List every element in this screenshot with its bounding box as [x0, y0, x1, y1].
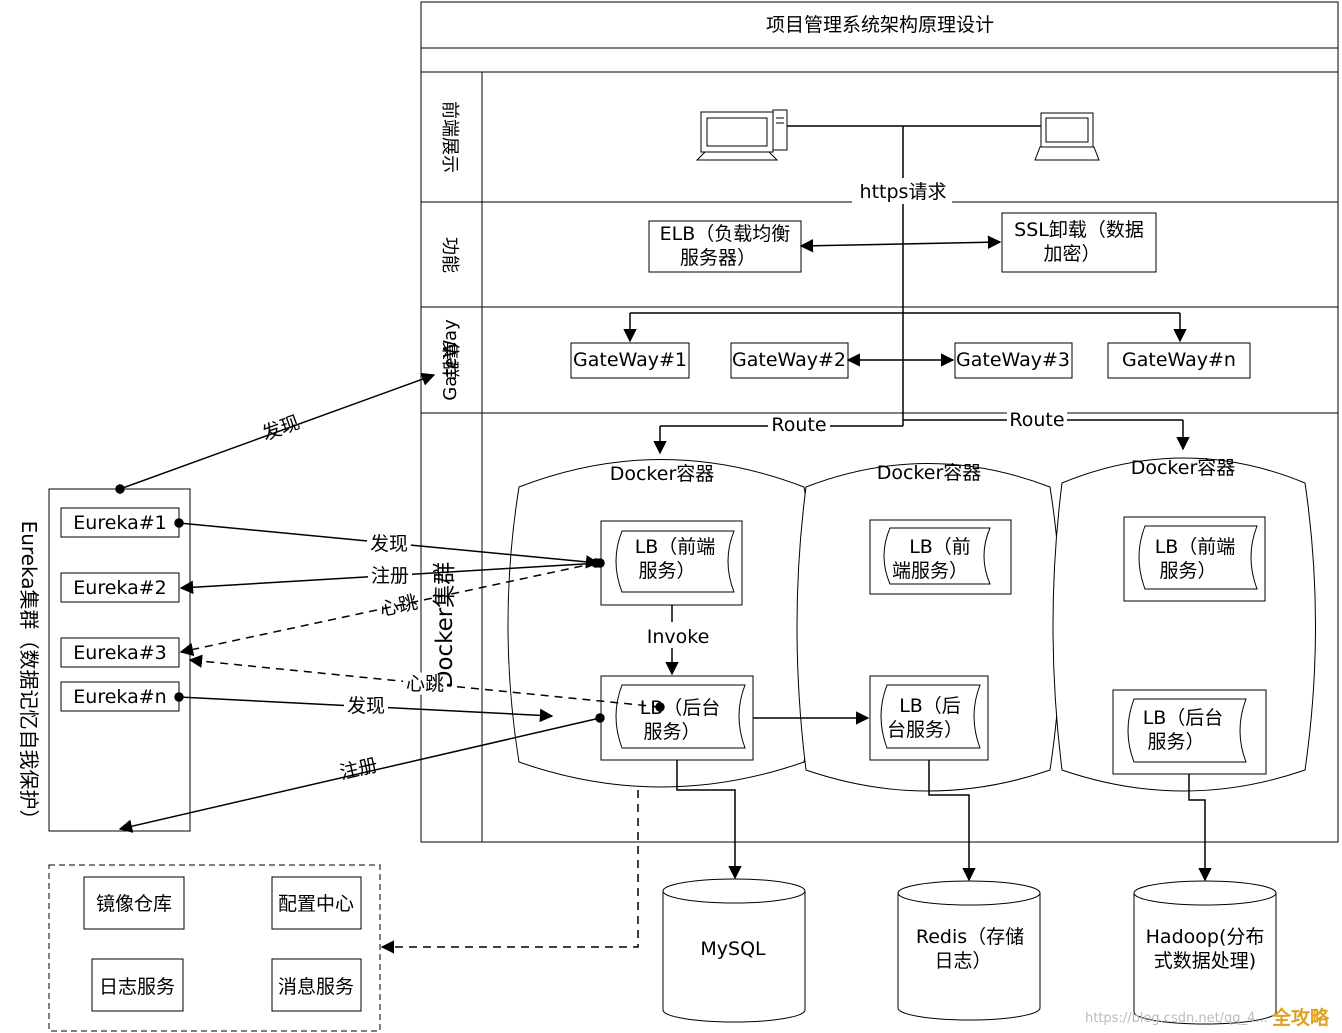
eureka-2-box — [60, 572, 180, 603]
lb-c2-front-label-1: LB（前 — [909, 536, 971, 558]
gateway-n-box — [1107, 342, 1251, 379]
docker-container-2-label: Docker容器 — [877, 462, 982, 484]
row-label-gateway-2: 集群 — [439, 342, 460, 378]
lb-c2-back — [869, 675, 989, 761]
ssl-box — [1001, 212, 1157, 273]
infra-log-service-label: 日志服务 — [99, 976, 175, 998]
lb-c2-back-label-1: LB（后 — [899, 695, 961, 717]
gateway-1-box — [570, 342, 690, 379]
row-label-function: 功能 — [439, 237, 460, 273]
lb-c1-front-label-1: LB（前端 — [635, 536, 716, 558]
gateway-2-label: GateWay#2 — [732, 349, 846, 371]
redis-label-1: Redis（存储 — [916, 926, 1024, 948]
lb-c3-front — [1123, 516, 1266, 602]
docker-container-1-label: Docker容器 — [610, 463, 715, 485]
hadoop-label-1: Hadoop(分布 — [1146, 926, 1265, 948]
mysql-cylinder — [662, 878, 806, 1023]
discover-top-label: 发现 — [259, 412, 302, 446]
laptop-computer-icon — [1034, 112, 1100, 161]
infra-log-service-box — [91, 958, 184, 1012]
heartbeat-2-label: 心跳 — [406, 673, 444, 695]
discover-2-label: 发现 — [347, 695, 385, 717]
lb-c3-back-label-1: LB（后台 — [1143, 707, 1224, 729]
eureka-1-label: Eureka#1 — [73, 512, 166, 534]
lb-c1-front-label-2: 服务） — [638, 560, 695, 582]
eureka-2-label: Eureka#2 — [73, 577, 166, 599]
lb-c2-front — [869, 519, 1012, 595]
watermark-url: https://blog.csdn.net/qq_4... — [1085, 1011, 1268, 1026]
infra-message-service-box — [271, 958, 362, 1012]
mysql-label: MySQL — [700, 938, 766, 960]
lb-c3-back-label-2: 服务） — [1147, 731, 1204, 753]
ssl-label-2: 加密） — [1043, 243, 1100, 265]
gateway-n-label: GateWay#n — [1122, 349, 1236, 371]
redis-cylinder — [897, 880, 1041, 1021]
elb-label-2: 服务器） — [680, 247, 756, 269]
infra-config-center-box — [271, 876, 362, 930]
lb-c3-front-label-1: LB（前端 — [1155, 536, 1236, 558]
register-1-label: 注册 — [371, 565, 409, 587]
lb-c2-front-label-2: 端服务） — [892, 560, 968, 582]
diagram-title: 项目管理系统架构原理设计 — [766, 14, 994, 36]
redis-label-2: 日志） — [934, 950, 991, 972]
eureka-3-label: Eureka#3 — [73, 642, 166, 664]
row-label-frontend: 前端展示 — [439, 101, 460, 173]
elb-box — [648, 220, 802, 273]
route-label-1: Route — [771, 414, 826, 436]
discover-1-label: 发现 — [370, 533, 408, 555]
lb-c2-back-label-2: 台服务） — [887, 719, 963, 741]
gateway-1-label: GateWay#1 — [573, 349, 687, 371]
infra-config-center-label: 配置中心 — [278, 893, 354, 915]
eureka-1-box — [60, 507, 180, 538]
ssl-label-1: SSL卸载（数据 — [1014, 219, 1144, 241]
infra-message-service-label: 消息服务 — [278, 976, 354, 998]
elb-label-1: ELB（负载均衡 — [660, 223, 791, 245]
hadoop-label-2: 式数据处理) — [1154, 950, 1256, 972]
https-request-label: https请求 — [860, 181, 947, 203]
eureka-n-label: Eureka#n — [73, 686, 166, 708]
lb-c3-front-label-2: 服务） — [1159, 560, 1216, 582]
eureka-cluster-title: Eureka集群（数据记忆自我保护） — [17, 521, 41, 830]
gateway-3-box — [954, 342, 1073, 379]
heartbeat-1-label: 心跳 — [378, 591, 420, 620]
docker-cluster-label: Docker集群 — [432, 562, 458, 689]
route-label-2: Route — [1009, 409, 1064, 431]
lb-c1-back-label-2: 服务） — [643, 721, 700, 743]
infra-image-repo-label: 镜像仓库 — [96, 893, 172, 915]
invoke-label: Invoke — [647, 626, 710, 648]
eureka-3-box — [60, 637, 180, 668]
docker-container-3-label: Docker容器 — [1131, 457, 1236, 479]
watermark-logo: 全攻略 — [1271, 1006, 1330, 1029]
gateway-3-label: GateWay#3 — [956, 349, 1070, 371]
register-2-label: 注册 — [338, 754, 380, 784]
eureka-n-box — [60, 681, 180, 712]
desktop-computer-icon — [695, 109, 788, 161]
layer-table — [420, 1, 1339, 843]
infra-image-repo-box — [83, 876, 185, 930]
lb-c1-back-label-1: LB（后台 — [640, 697, 721, 719]
row-label-gateway-1: GateWay — [440, 319, 461, 401]
hadoop-cylinder — [1133, 880, 1277, 1025]
